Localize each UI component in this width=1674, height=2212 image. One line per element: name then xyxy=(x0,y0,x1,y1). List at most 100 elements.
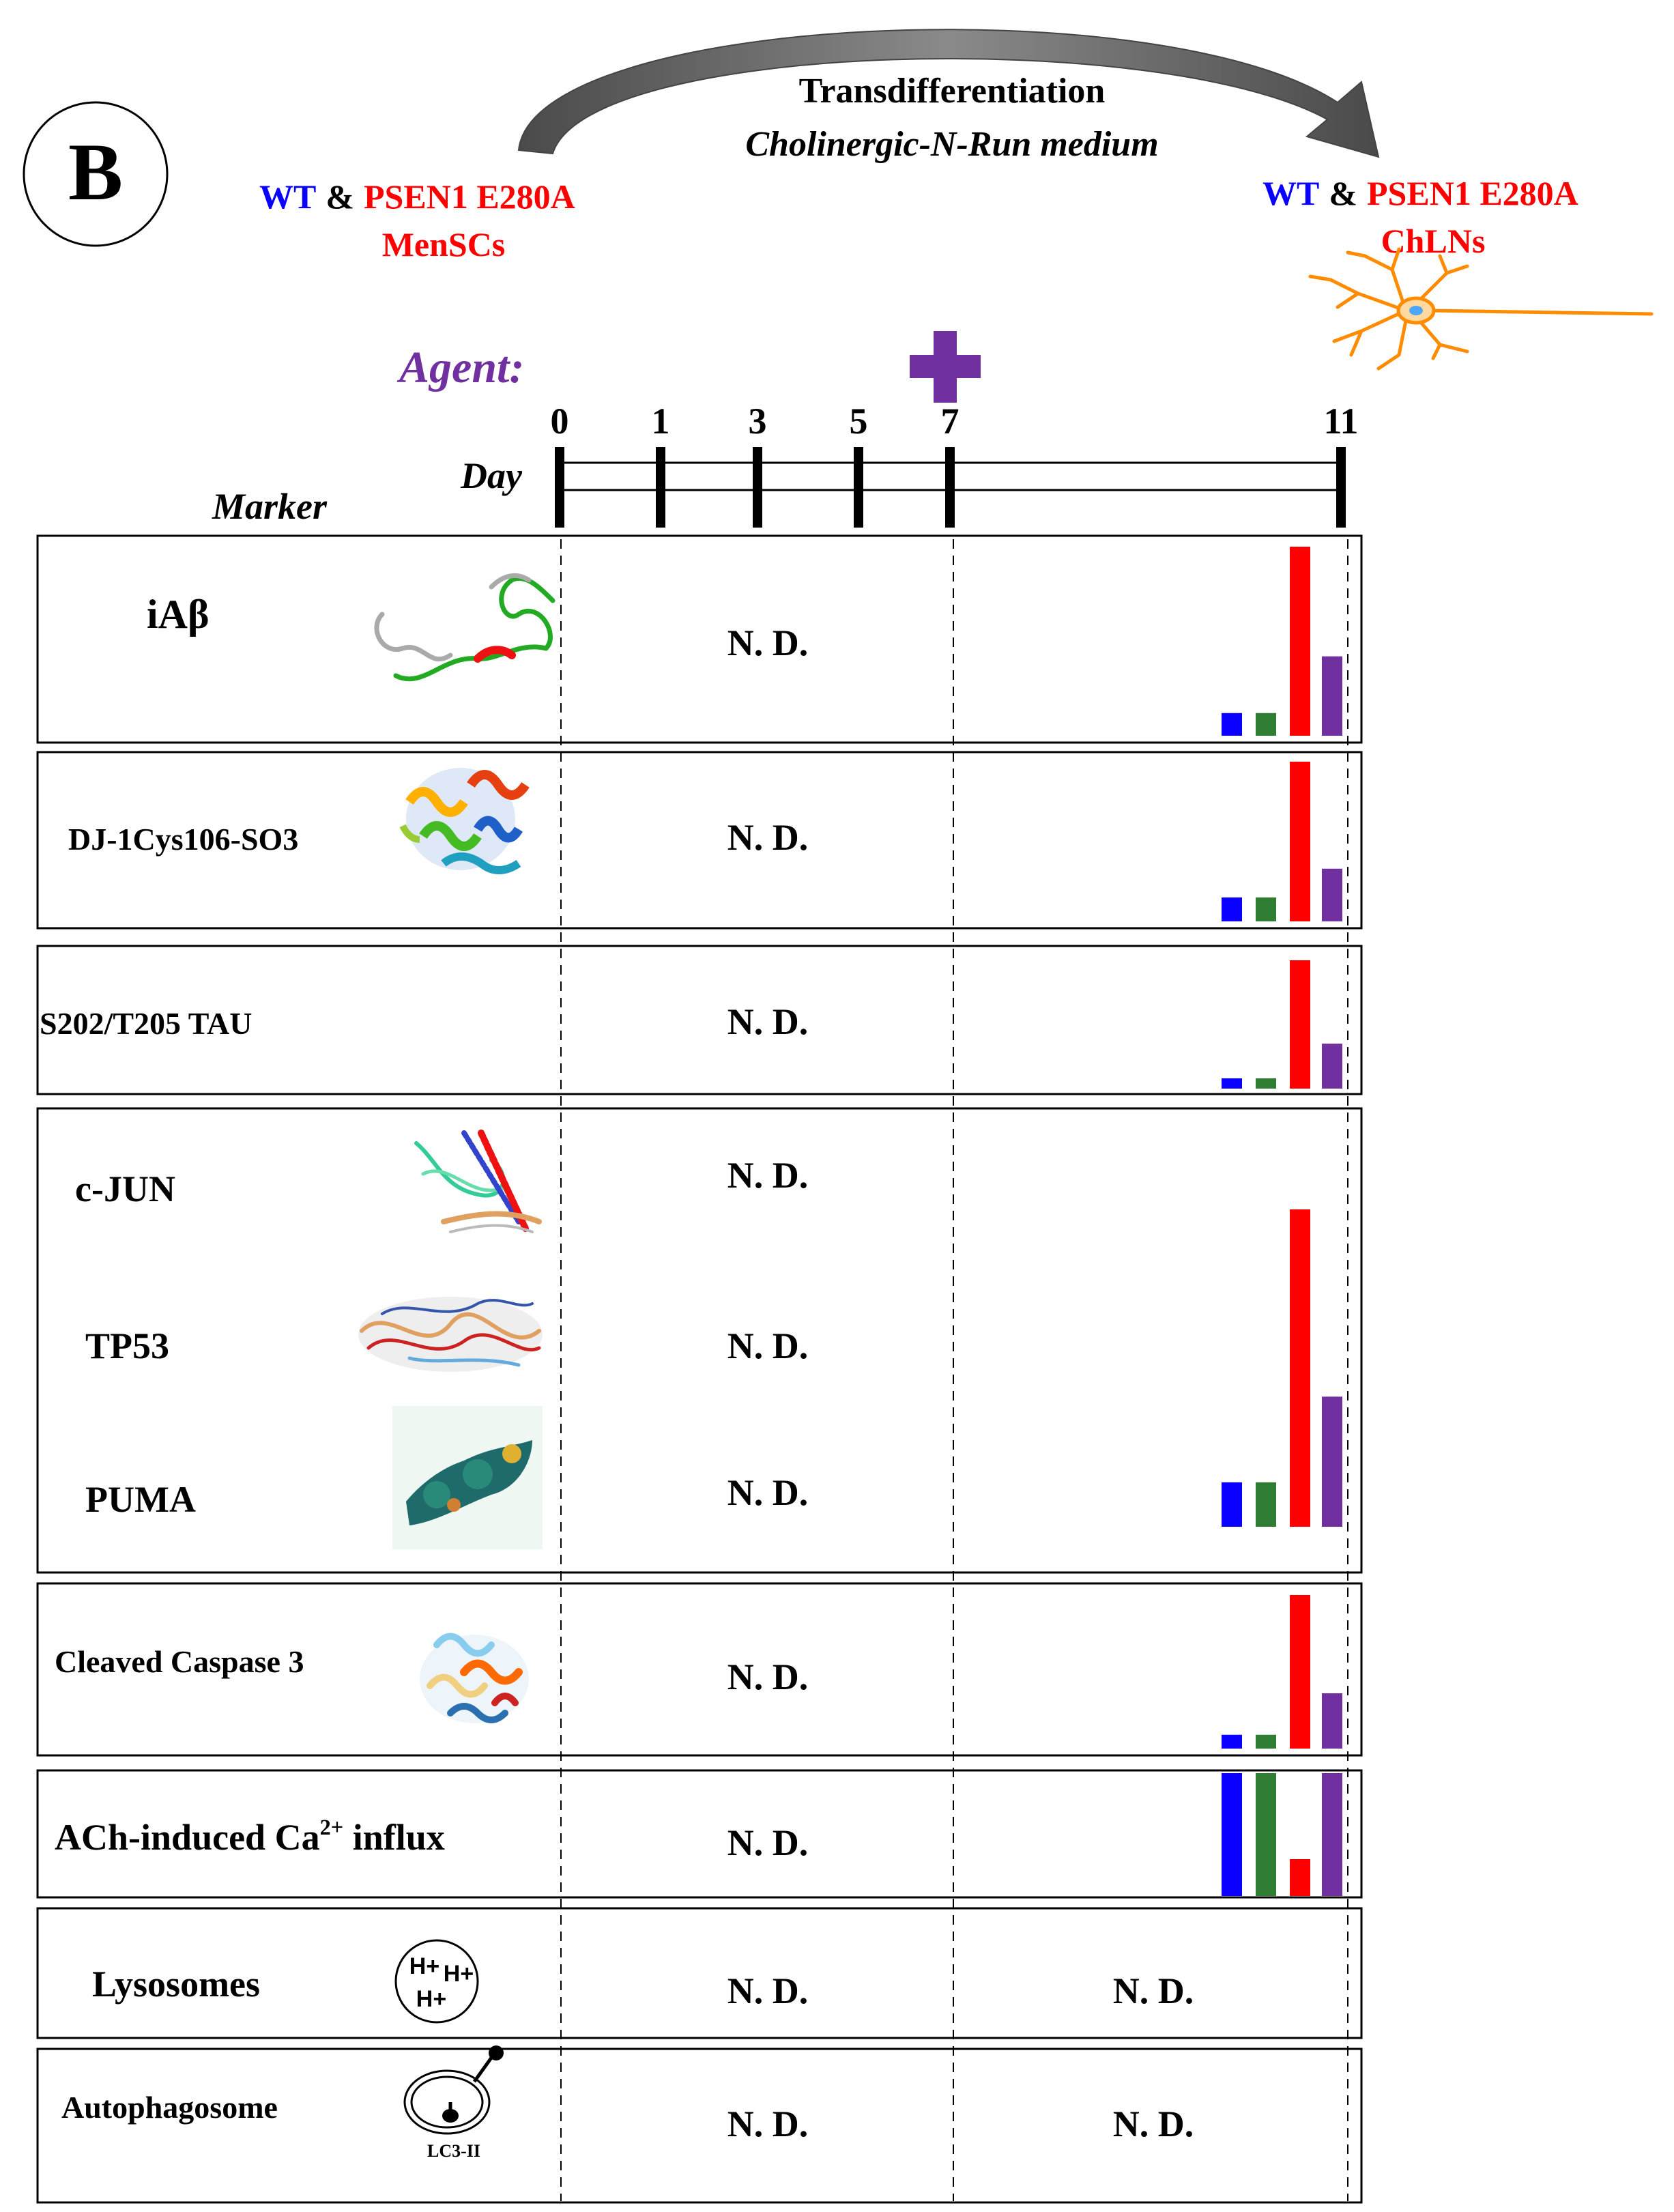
marker-box xyxy=(36,1769,1363,1899)
not-determined-label: N. D. xyxy=(727,817,809,858)
day-tick-7 xyxy=(945,447,955,528)
svg-text:WT&PSEN1 E280A: WT&PSEN1 E280A xyxy=(259,177,575,216)
dj1-protein-structure-icon xyxy=(399,768,530,874)
lc3-label: LC3-II xyxy=(427,2141,480,2161)
not-determined-label: N. D. xyxy=(727,1001,809,1042)
cjun-protein-structure-icon xyxy=(414,1130,542,1233)
day-tick-label: 11 xyxy=(1323,401,1358,442)
bar-wt xyxy=(1222,1773,1242,1896)
marker-name-suffix: influx xyxy=(343,1817,445,1858)
bar-mutant-agent xyxy=(1322,1773,1342,1896)
day-tick-3 xyxy=(753,447,762,528)
marker-rows: iAβ N. D. DJ-1Cys106-SO3 N. D. S202/T205 TAU… xyxy=(36,534,1363,2204)
marker-box xyxy=(36,945,1363,1095)
bar-wt-agent xyxy=(1256,1078,1276,1089)
lysosome-proton-1: H+ xyxy=(409,1953,439,1979)
puma-protein-structure-icon xyxy=(392,1406,543,1549)
target-amp: & xyxy=(1329,174,1357,212)
target-wt: WT xyxy=(1262,174,1319,212)
not-determined-label: N. D. xyxy=(1113,2103,1194,2144)
marker-name-text: Autophagosome xyxy=(61,2090,278,2125)
marker-name: c-JUN xyxy=(75,1168,175,1209)
source-cell-type: MenSCs xyxy=(382,225,506,263)
marker-name: DJ-1Cys106-SO3 xyxy=(68,822,298,857)
marker-name-text: iAβ xyxy=(147,592,210,637)
marker-name: Lysosomes xyxy=(92,1964,260,2005)
process-medium: Cholinergic-N-Run medium xyxy=(745,125,1158,164)
transdifferentiation-arrow xyxy=(517,29,1380,158)
not-determined-label: N. D. xyxy=(1113,1970,1194,2011)
agent-label: Agent: xyxy=(396,343,524,392)
bar-mutant-agent xyxy=(1322,868,1342,921)
day-tick-1 xyxy=(656,447,665,528)
process-title: Transdifferentiation xyxy=(799,72,1106,111)
marker-box xyxy=(36,1107,1363,1574)
neuron-icon xyxy=(1308,247,1654,371)
marker-box xyxy=(36,1582,1363,1757)
target-mutant: PSEN1 E280A xyxy=(1367,174,1578,212)
marker-box xyxy=(36,534,1363,744)
bar-wt-agent xyxy=(1256,1773,1276,1896)
bar-wt xyxy=(1222,1078,1242,1089)
bar-mutant xyxy=(1290,547,1310,736)
source-amp: & xyxy=(326,177,354,216)
source-wt: WT xyxy=(259,177,316,216)
lysosome-proton-3: H+ xyxy=(416,1986,446,2012)
day-label: Day xyxy=(460,455,523,496)
marker-name: PUMA xyxy=(85,1479,196,1520)
not-determined-label: N. D. xyxy=(727,1472,809,1513)
marker-name: Cleaved Caspase 3 xyxy=(55,1644,304,1679)
day-tick-label: 0 xyxy=(551,401,569,442)
source-cells-label: WT&PSEN1 E280A MenSCs xyxy=(259,177,575,263)
marker-name-text: Cleaved Caspase 3 xyxy=(55,1644,304,1679)
marker-name: TP53 xyxy=(85,1325,169,1366)
plus-icon xyxy=(910,331,981,403)
day-tick-label: 7 xyxy=(941,401,959,442)
target-cells-label: WT&PSEN1 E280A ChLNs xyxy=(1262,174,1578,260)
caspase3-protein-structure-icon xyxy=(420,1633,529,1723)
bar-wt xyxy=(1222,1482,1242,1527)
source-mutant: PSEN1 E280A xyxy=(364,177,575,216)
marker-name-text: S202/T205 TAU xyxy=(40,1006,252,1041)
marker-name: iAβ xyxy=(147,592,210,637)
bar-mutant-agent xyxy=(1322,656,1342,736)
lysosome-proton-2: H+ xyxy=(444,1961,474,1987)
not-determined-label: N. D. xyxy=(727,1656,809,1697)
autophagosome-icon: LC3-II xyxy=(403,2045,504,2161)
bar-mutant xyxy=(1290,1595,1310,1749)
marker-name-text: TP53 xyxy=(85,1325,169,1366)
marker-label: Marker xyxy=(212,486,328,527)
tp53-protein-structure-icon xyxy=(358,1297,543,1372)
bar-wt-agent xyxy=(1256,1734,1276,1749)
panel-label: B xyxy=(23,101,169,247)
bar-mutant-agent xyxy=(1322,1693,1342,1749)
not-determined-label: N. D. xyxy=(727,1822,809,1863)
bar-wt-agent xyxy=(1256,713,1276,736)
marker-name-text: DJ-1Cys106-SO3 xyxy=(68,822,298,857)
bar-wt-agent xyxy=(1256,1482,1276,1527)
day-tick-5 xyxy=(854,447,863,528)
amyloid-beta-structure-icon xyxy=(374,573,555,682)
marker-name-text: PUMA xyxy=(85,1479,196,1520)
svg-text:WT&PSEN1 E280A: WT&PSEN1 E280A xyxy=(1262,174,1578,212)
timepoint-guides xyxy=(560,539,1348,2201)
day-tick-label: 1 xyxy=(652,401,670,442)
marker-name-text: Lysosomes xyxy=(92,1964,260,2005)
day-tick-label: 3 xyxy=(749,401,767,442)
marker-name-text: c-JUN xyxy=(75,1168,175,1209)
not-determined-label: N. D. xyxy=(727,1325,809,1366)
marker-name-superscript: 2+ xyxy=(320,1815,344,1840)
marker-name: ACh-induced Ca2+ influx xyxy=(55,1815,445,1858)
bar-mutant-agent xyxy=(1322,1044,1342,1089)
day-tick-label: 5 xyxy=(850,401,868,442)
bar-mutant-agent xyxy=(1322,1396,1342,1527)
not-determined-label: N. D. xyxy=(727,1155,809,1196)
not-determined-label: N. D. xyxy=(727,1970,809,2011)
bar-wt xyxy=(1222,897,1242,921)
marker-name: Autophagosome xyxy=(61,2090,278,2125)
timeline-ticks: 0 1 3 5 7 11 xyxy=(551,401,1359,528)
marker-name-text: ACh-induced Ca xyxy=(55,1817,320,1858)
bar-wt xyxy=(1222,713,1242,736)
marker-box xyxy=(36,1907,1363,2039)
